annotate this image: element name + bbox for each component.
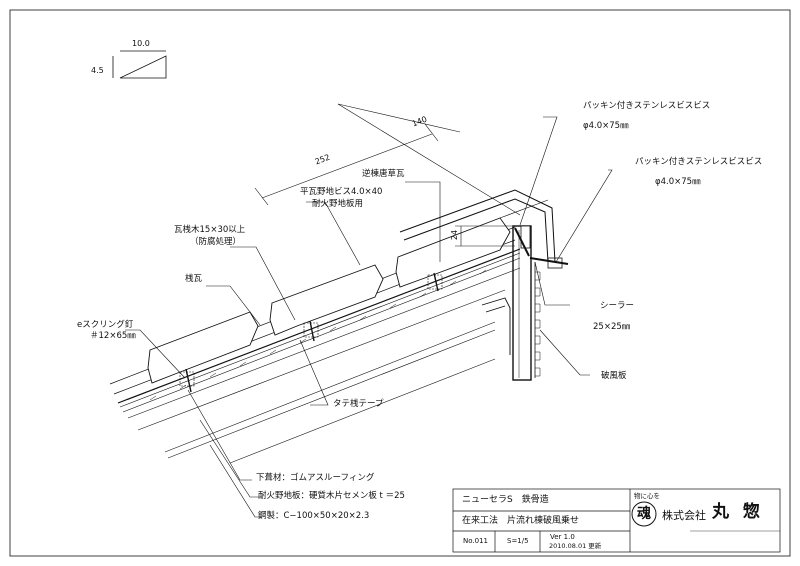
label-ring-nail-1: eスクリング釘 (77, 320, 134, 330)
title-tagline: 物に心を (634, 492, 660, 500)
title-method: 在来工法 片流れ棟破風乗せ (462, 516, 580, 526)
sheet-border (9, 9, 791, 557)
label-barge-tile: 桟瓦 (185, 274, 203, 284)
ridge-cap (399, 189, 556, 263)
label-ridge-tile: 逆棟唐草瓦 (362, 169, 405, 179)
label-sealer-size: 25×25㎜ (593, 322, 631, 332)
leader-lines (125, 116, 613, 518)
label-sheathing: 耐火野地板：硬質木片セメン板 t ＝25 (258, 491, 405, 501)
label-screw-top-1-size: φ4.0×75㎜ (583, 121, 629, 131)
title-product: ニューセラS 鉄骨造 (462, 495, 549, 505)
label-verge-board: 破風板 (601, 371, 627, 381)
label-steel: 鋼製：C−100×50×20×2.3 (258, 511, 370, 521)
title-company: 株式会社 (662, 509, 706, 522)
steel-channel (481, 297, 511, 355)
slope-rise: 4.5 (91, 66, 104, 75)
slope-triangle (112, 50, 167, 79)
title-number: No.011 (463, 537, 488, 545)
label-screw-top-2: パッキン付きステンレスビスビス (635, 157, 763, 167)
title-brand: 丸 惣 (712, 502, 764, 522)
company-logo: 魂 (637, 506, 651, 522)
title-block (452, 488, 781, 553)
title-scale: S=1/5 (507, 537, 529, 545)
dimension-24: 24 (450, 229, 460, 241)
label-underlay: 下葺材：ゴムアスルーフィング (256, 473, 375, 483)
tile-fixings (179, 272, 443, 393)
label-tape: タテ桟テープ (333, 399, 384, 409)
label-deck-screw-1: 平瓦野地ビス4.0×40 (300, 187, 383, 197)
roof-tiles (147, 217, 511, 384)
label-batten-2: （防腐処理） (190, 237, 242, 247)
verge-board (512, 225, 541, 381)
ridge-screws (514, 225, 569, 269)
label-screw-top-1: パッキン付きステンレスビスビス (583, 101, 711, 111)
slope-run: 10.0 (132, 39, 150, 48)
title-version: Ver 1.0 (550, 533, 575, 541)
label-deck-screw-2: 耐火野地板用 (312, 199, 364, 209)
label-sealer: シーラー (600, 301, 635, 311)
dimension-lines (254, 103, 549, 247)
label-ring-nail-2: ＃12×65㎜ (90, 331, 136, 341)
label-screw-top-2-size: φ4.0×75㎜ (655, 177, 701, 187)
label-batten-1: 瓦桟木15×30以上 (174, 225, 246, 235)
sheathing-hatch (149, 269, 487, 401)
title-date: 2010.08.01 更新 (549, 542, 602, 550)
